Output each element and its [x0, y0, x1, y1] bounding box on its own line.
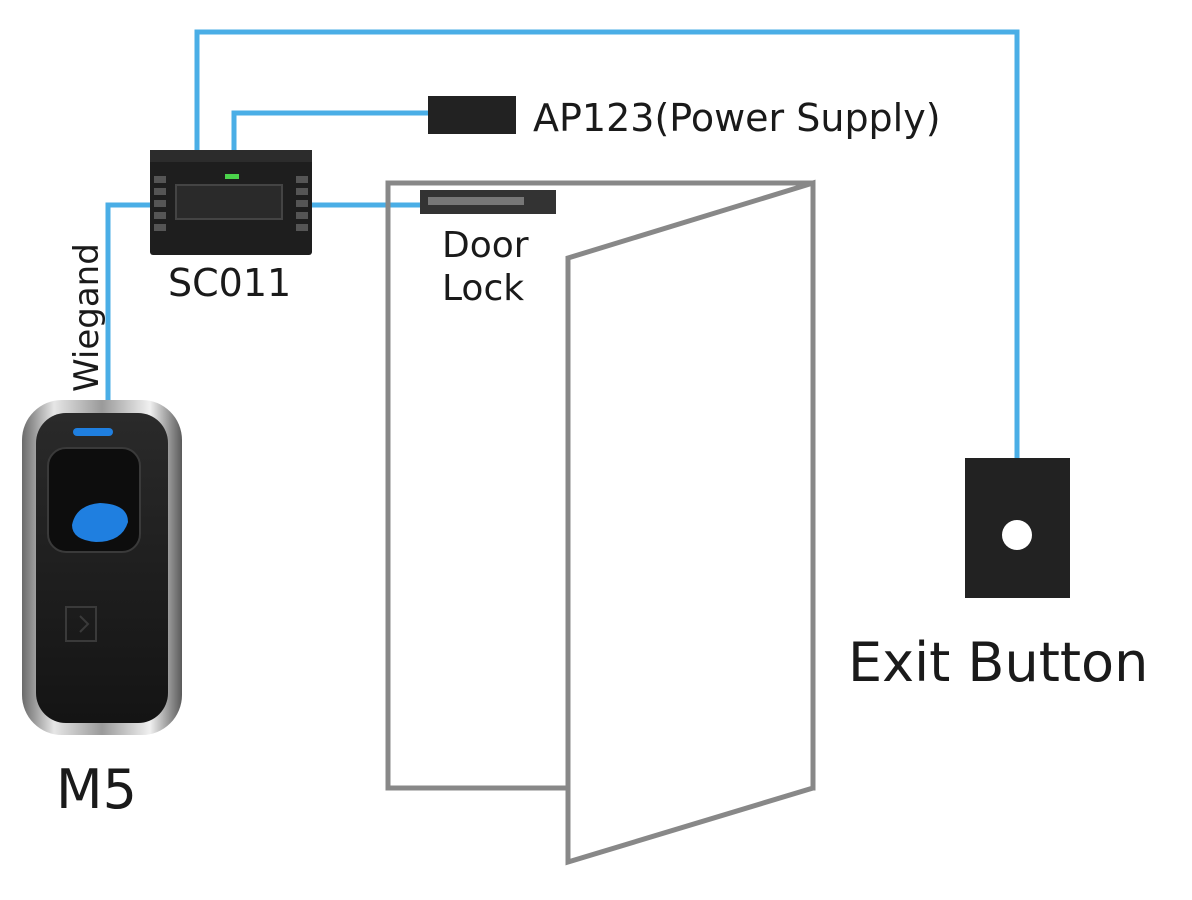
door-leaf — [565, 179, 816, 866]
wire-exit-button — [194, 29, 1020, 458]
wire-wiegand — [105, 202, 150, 402]
card-reader-icon — [65, 606, 97, 642]
power-supply-box — [428, 96, 516, 134]
exit-button-push — [1002, 520, 1032, 550]
wires — [105, 29, 1020, 458]
controller-panel — [175, 184, 283, 220]
door-lock-label-line1: Door — [442, 225, 529, 266]
door-lock — [420, 190, 556, 214]
reader-m5 — [22, 400, 182, 735]
door-lock-plate — [428, 197, 524, 205]
reader-status-light — [73, 428, 113, 436]
controller-terminals-right — [296, 176, 308, 231]
controller-terminals-left — [154, 176, 166, 231]
door — [385, 179, 816, 866]
exit-button-device — [965, 458, 1070, 598]
card-arrow-icon — [79, 615, 90, 633]
door-lock-label-line2: Lock — [442, 268, 524, 309]
power-supply-label: AP123(Power Supply) — [533, 96, 941, 140]
controller-top-edge — [150, 150, 312, 162]
controller-sc011 — [150, 150, 312, 255]
controller-label: SC011 — [168, 261, 291, 305]
reader-label: M5 — [56, 758, 137, 821]
controller-led — [225, 174, 239, 179]
wiegand-label: Wiegand — [67, 243, 107, 392]
wire-power-supply — [231, 110, 428, 150]
exit-button-label: Exit Button — [848, 631, 1148, 694]
fingerprint-sensor-icon — [72, 503, 128, 542]
